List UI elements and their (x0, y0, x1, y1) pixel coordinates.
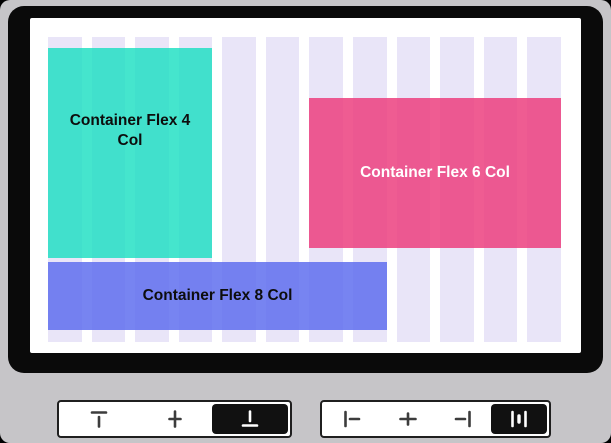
device-frame: Container Flex 4 Col Container Flex 6 Co… (8, 6, 603, 373)
box-label-8col: Container Flex 8 Col (142, 286, 293, 304)
vertical-align-toolbar (57, 400, 292, 438)
align-center-horizontal-button[interactable] (380, 404, 436, 434)
align-left-icon (344, 410, 361, 428)
container-flex-4col-box[interactable]: Container Flex 4 Col (48, 48, 212, 258)
grid-area: Container Flex 4 Col Container Flex 6 Co… (48, 37, 561, 342)
align-bottom-button[interactable] (212, 404, 289, 434)
space-between-button[interactable] (491, 404, 547, 434)
align-right-icon (455, 410, 472, 428)
align-center-horizontal-icon (398, 412, 417, 426)
align-top-icon (90, 411, 108, 428)
align-top-button[interactable] (61, 404, 137, 434)
align-center-vertical-button[interactable] (137, 404, 213, 434)
design-canvas: Container Flex 4 Col Container Flex 6 Co… (30, 18, 581, 353)
space-between-icon (511, 410, 527, 428)
align-right-button[interactable] (436, 404, 492, 434)
container-flex-6col-box[interactable]: Container Flex 6 Col (309, 98, 561, 248)
box-label-4col: Container Flex 4 Col (69, 111, 191, 149)
align-bottom-icon (241, 410, 259, 427)
align-center-vertical-icon (167, 410, 182, 428)
horizontal-align-toolbar (320, 400, 551, 438)
box-label-6col: Container Flex 6 Col (360, 163, 510, 181)
container-flex-8col-box[interactable]: Container Flex 8 Col (48, 262, 387, 330)
align-left-button[interactable] (324, 404, 380, 434)
